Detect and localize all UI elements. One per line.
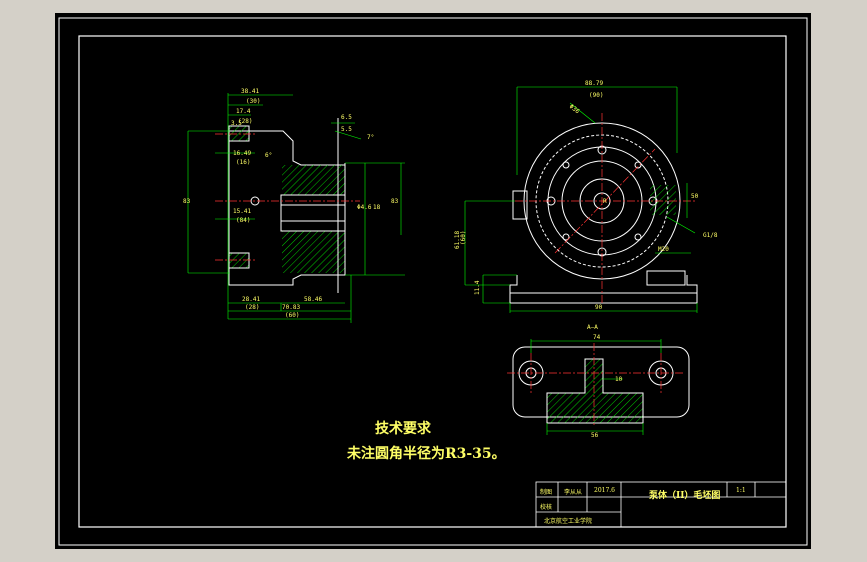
dim-left-21: 18 <box>373 204 381 211</box>
left-dimension-lines <box>187 93 405 323</box>
notes-line-1: 未注圆角半径为R3-35。 <box>347 446 506 462</box>
front-dimension-lines <box>464 86 698 313</box>
dim-left-12: (28) <box>245 304 259 311</box>
dim-left-9: 83 <box>183 198 191 205</box>
tb-part-name: 泵体（II）毛坯图 <box>649 491 721 501</box>
front-dimension-text: 88.79 (90) Φ36 R 50 61.18 (60) 11.4 90 M… <box>454 80 718 311</box>
dim-right-10: G1/8 <box>703 232 718 239</box>
dim-left-0: 38.41 <box>241 88 259 95</box>
dim-bottom-2: 56 <box>591 432 599 439</box>
dim-right-0: 88.79 <box>585 80 603 87</box>
left-section-view <box>228 118 346 293</box>
title-block <box>535 481 787 528</box>
dim-right-2: Φ36 <box>568 103 581 115</box>
tb-designer: 李从从 <box>564 489 583 496</box>
section-aa-dimension-text: A—A 74 10 56 <box>587 324 623 439</box>
dim-left-18: 7° <box>367 134 374 141</box>
tb-role-draw: 制图 <box>540 489 553 496</box>
section-label: A—A <box>587 324 598 331</box>
dim-left-16: 6.5 <box>341 114 352 121</box>
dim-left-8: (84) <box>236 217 250 224</box>
dim-right-6: (60) <box>460 231 467 245</box>
section-aa-dimension-lines <box>530 339 662 435</box>
dim-left-5: 16.49 <box>233 150 251 157</box>
dim-left-11: 28.41 <box>242 296 260 303</box>
front-center-lines <box>515 113 695 305</box>
tb-role-check: 校核 <box>540 504 553 511</box>
dim-right-5: 61.18 <box>454 231 461 249</box>
drawing-canvas: 38.41 (30) 17.4 (28) 3.5 16.49 (16) 15.4… <box>58 17 808 546</box>
dim-left-14: 70.83 <box>282 304 300 311</box>
dim-left-3: (28) <box>238 118 252 125</box>
left-center-lines <box>215 133 360 261</box>
dim-left-10: 83 <box>391 198 399 205</box>
dim-right-3: R <box>603 198 607 205</box>
left-dimension-text: 38.41 (30) 17.4 (28) 3.5 16.49 (16) 15.4… <box>183 88 399 319</box>
dim-bottom-1: 10 <box>615 376 623 383</box>
dim-left-13: 58.46 <box>304 296 322 303</box>
dim-left-17: 5.5 <box>341 126 352 133</box>
dim-left-4: 3.5 <box>231 120 242 127</box>
dim-right-9: M20 <box>658 246 669 253</box>
dim-left-15: (60) <box>285 312 299 319</box>
dim-bottom-0: 74 <box>593 334 601 341</box>
tb-school: 北京航空工业学院 <box>544 518 593 525</box>
dim-left-1: (30) <box>246 98 260 105</box>
outer-frame <box>58 17 808 546</box>
dim-left-6: (16) <box>236 159 250 166</box>
inner-frame <box>78 35 787 528</box>
tb-scale: 1:1 <box>736 487 746 494</box>
dim-left-19: 6° <box>265 152 272 159</box>
section-aa-center-lines <box>507 343 685 425</box>
dim-right-4: 50 <box>691 193 699 200</box>
section-aa-hatch <box>546 358 644 424</box>
dim-left-20: Φ4.6 <box>357 204 372 211</box>
dim-left-7: 15.41 <box>233 208 251 215</box>
tb-date: 2017.6 <box>594 487 615 494</box>
dim-right-1: (90) <box>589 92 603 99</box>
dim-left-2: 17.4 <box>236 108 251 115</box>
dim-right-8: 90 <box>595 304 603 311</box>
port-hatch <box>650 185 676 215</box>
cad-viewport[interactable]: 38.41 (30) 17.4 (28) 3.5 16.49 (16) 15.4… <box>55 13 811 549</box>
dim-right-7: 11.4 <box>474 280 481 295</box>
notes-heading: 技术要求 <box>375 421 431 437</box>
